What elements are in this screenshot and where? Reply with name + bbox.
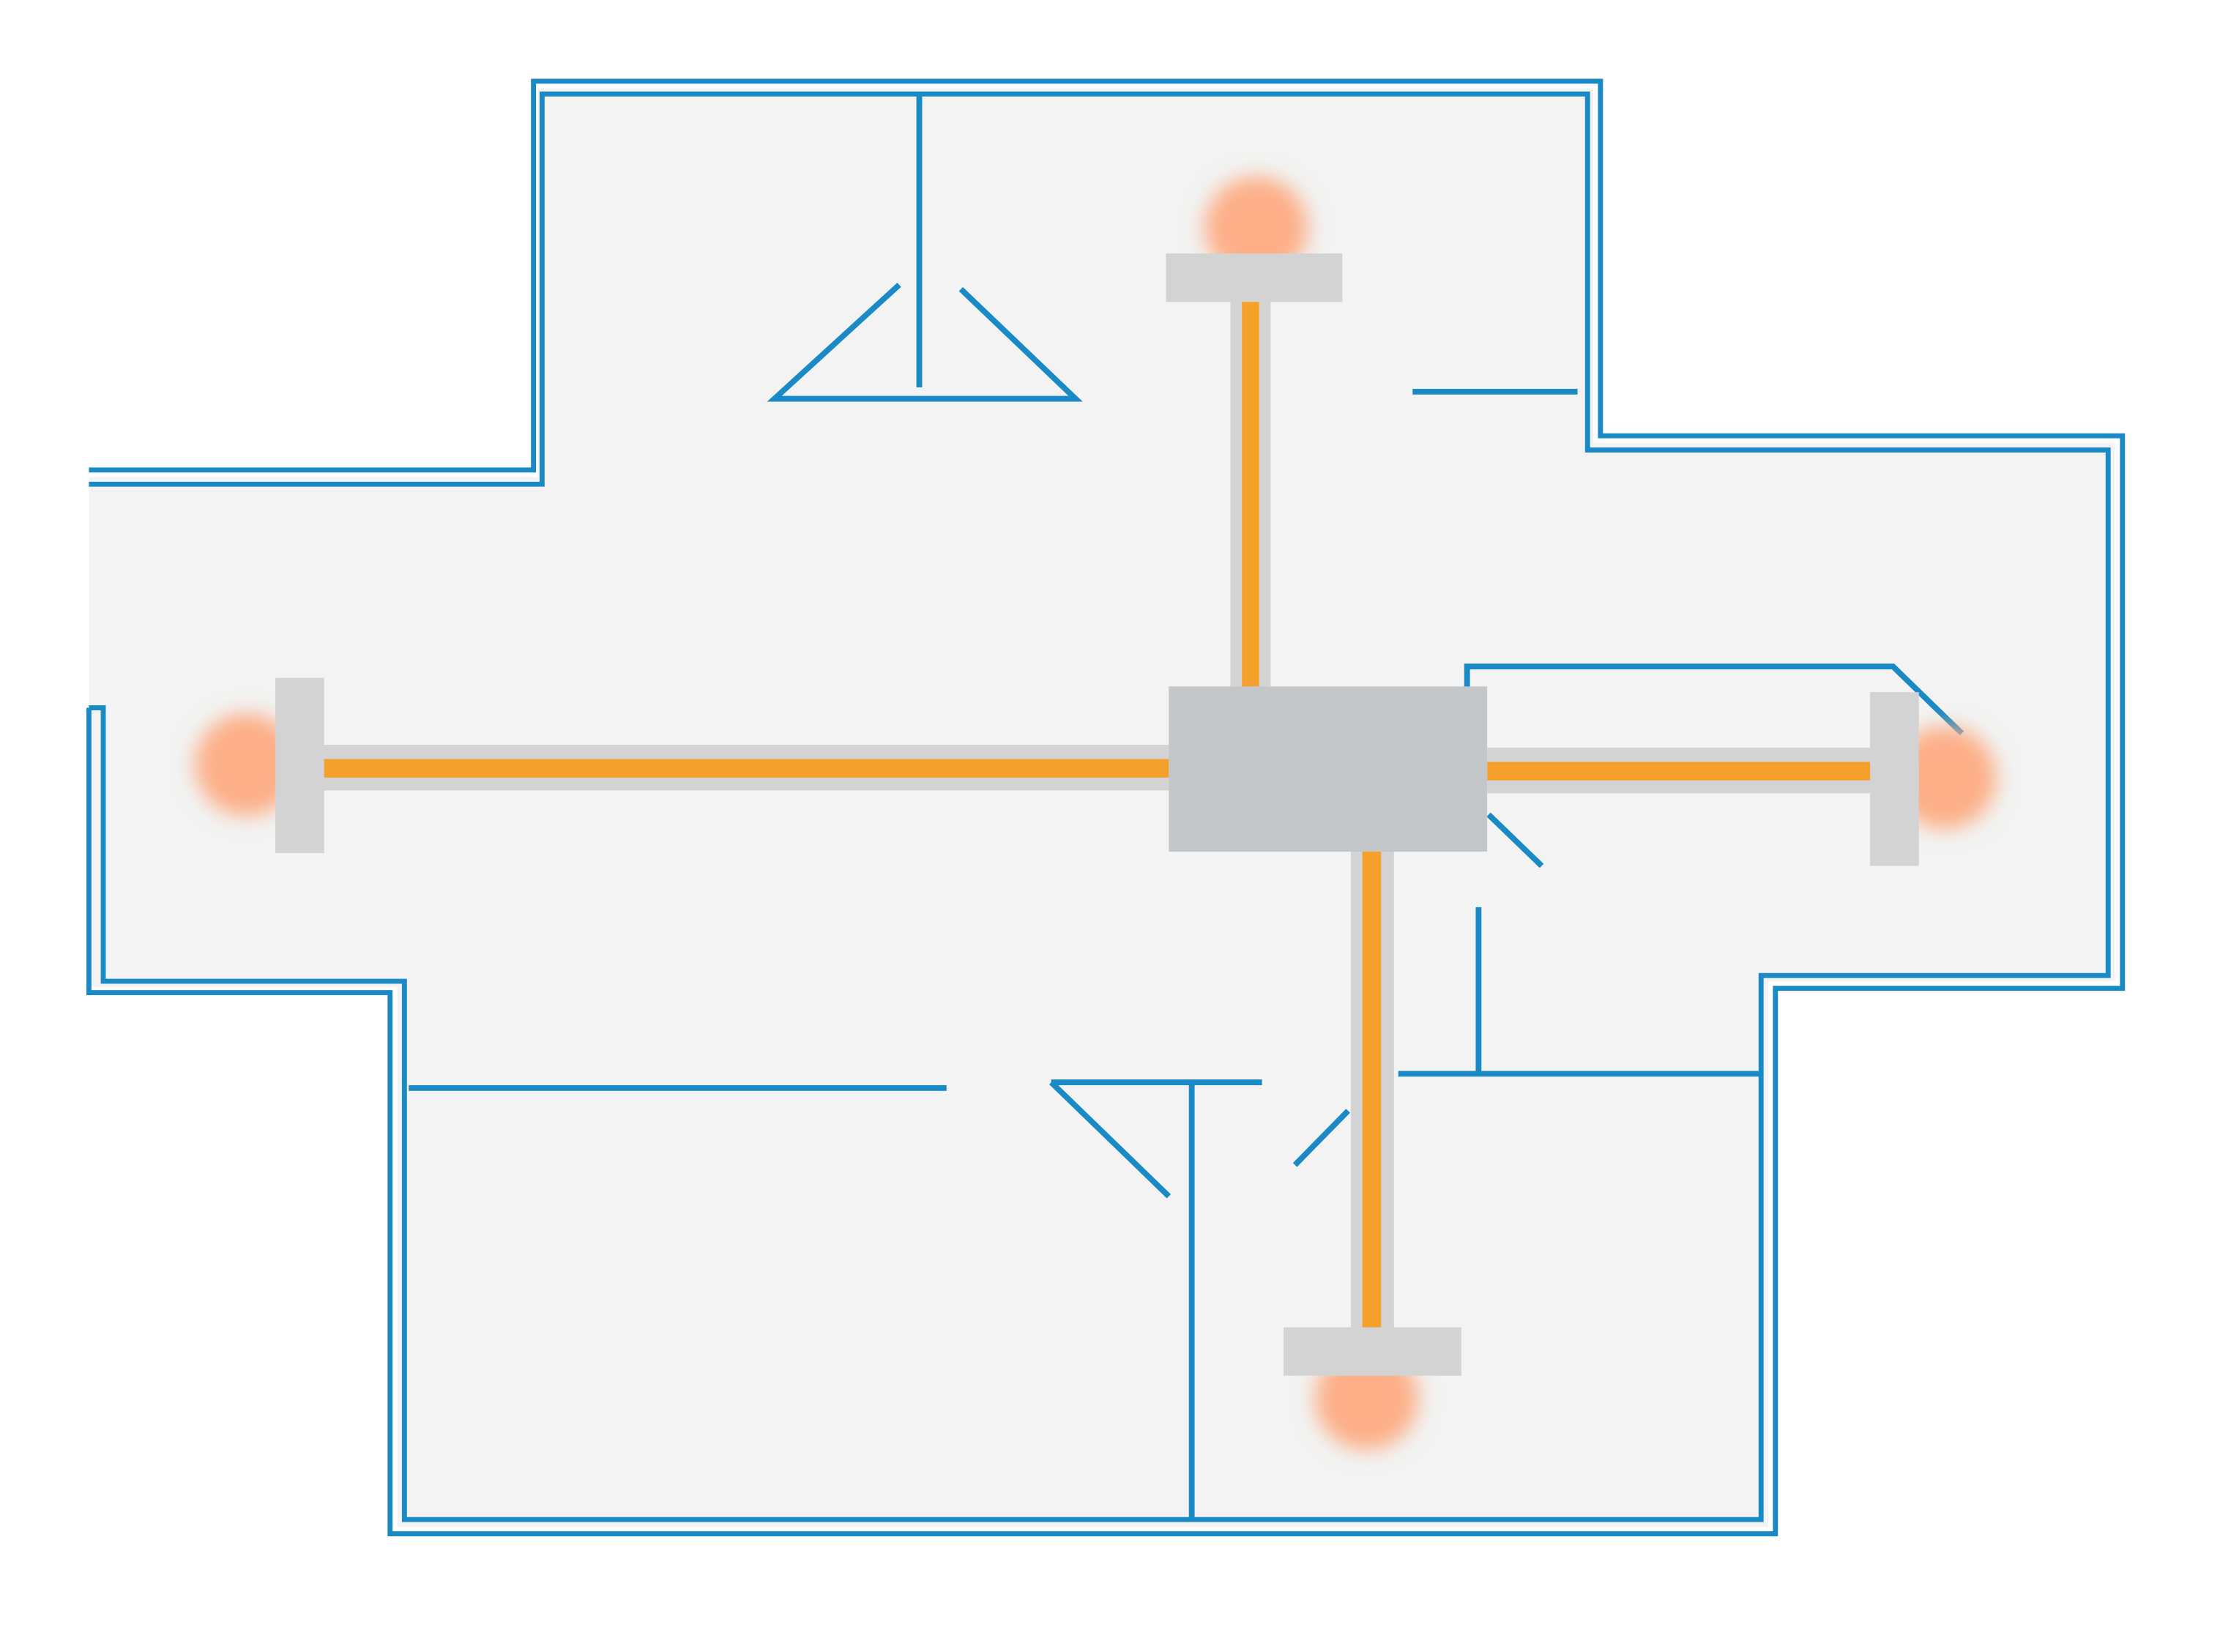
duct-bottom-core (1362, 852, 1382, 1368)
duct-left-core (286, 759, 1169, 778)
vent-glow-left (195, 713, 299, 816)
inner-wall-line (89, 91, 2111, 1522)
ductwork (275, 253, 1919, 1376)
duct-top-core (1242, 267, 1259, 687)
door-swing (1292, 1109, 1350, 1167)
exterior-walls (86, 78, 2126, 1536)
air-handler-hub (1169, 686, 1488, 852)
door-swing (767, 283, 1083, 402)
vent-cap-bottom (1283, 1327, 1461, 1376)
vent-cap-top (1166, 253, 1343, 302)
door-swing (1048, 1080, 1172, 1199)
vent-cap-right (1870, 692, 1919, 866)
floor-area (89, 88, 2116, 1527)
door-swing (1486, 812, 1544, 868)
interior-walls (409, 94, 1964, 1520)
vent-cap-left (275, 677, 324, 853)
duct-right-core (1487, 762, 1904, 781)
outer-wall-line (86, 78, 2126, 1536)
